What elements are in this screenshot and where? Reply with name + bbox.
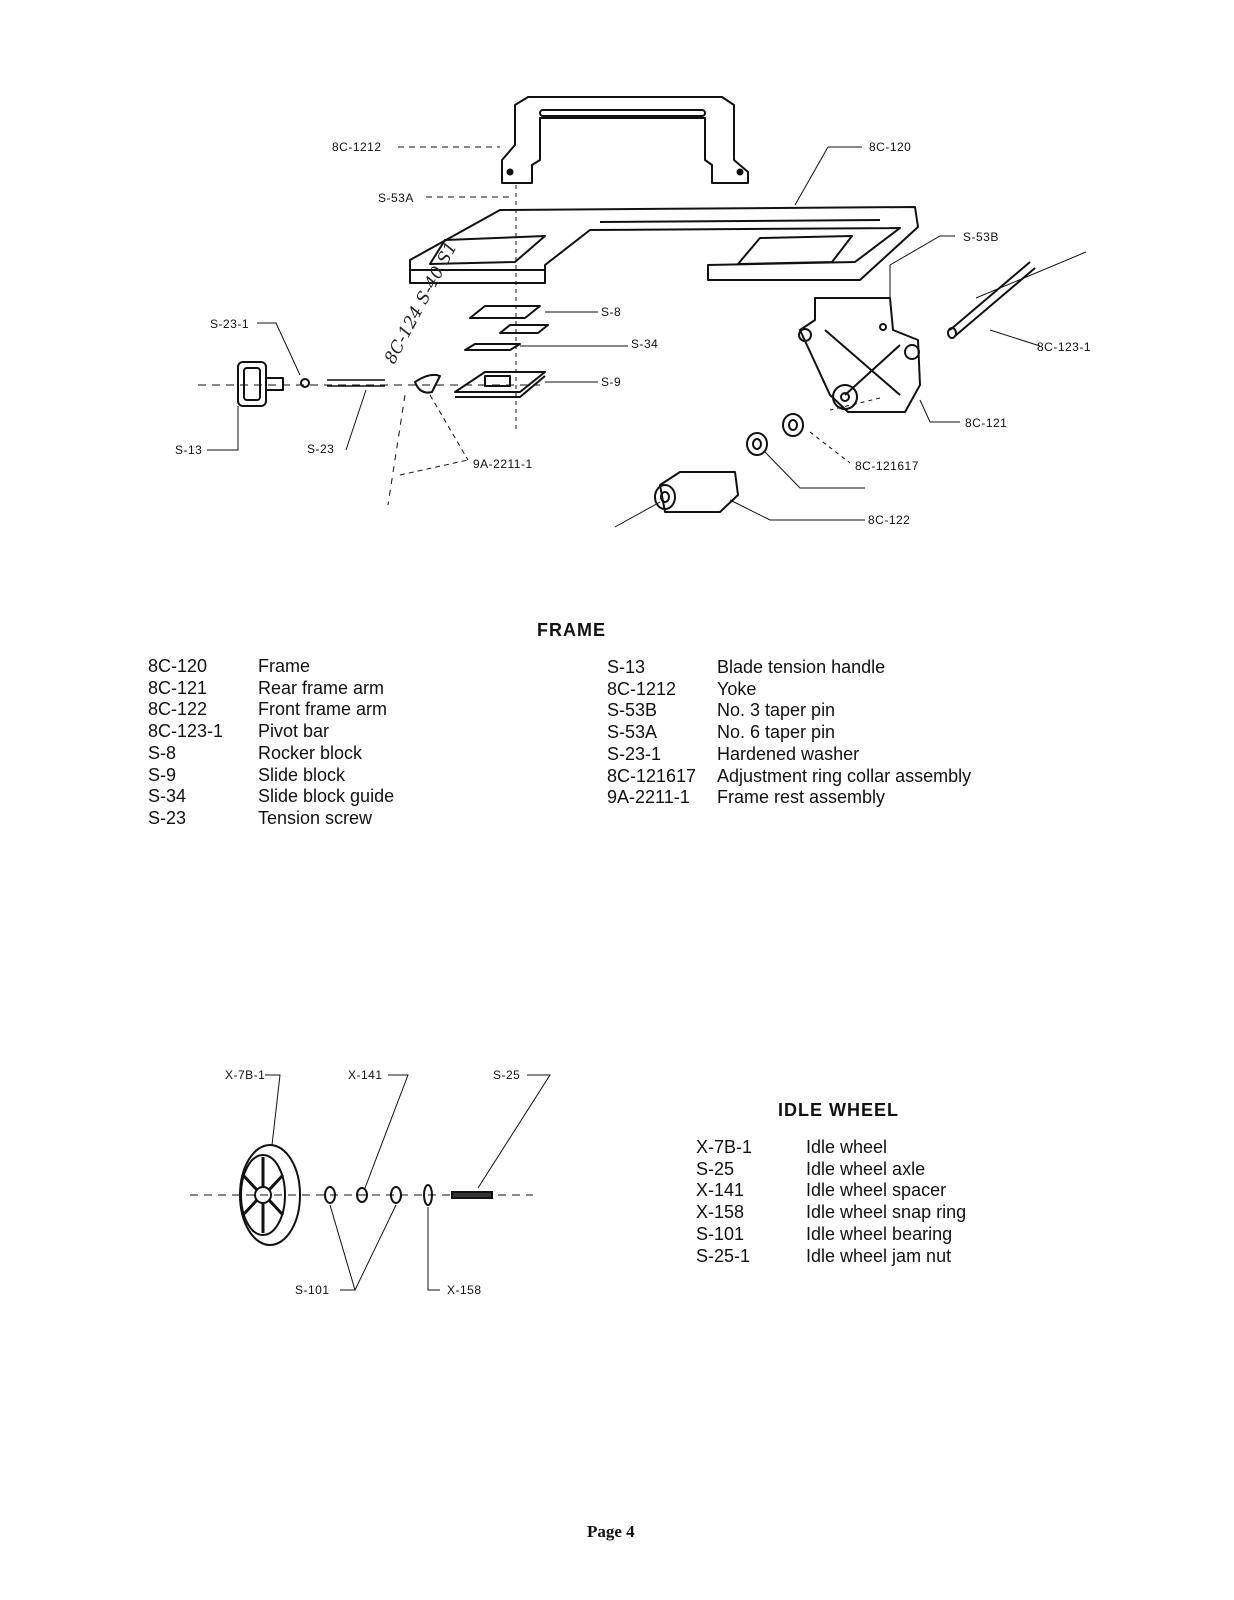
pivot-bar-part: [947, 261, 1036, 339]
callout-idle-wheel-snap-ring: X-158: [447, 1283, 482, 1297]
rear-frame-arm-part: [798, 297, 921, 413]
callout-rear-frame-arm: 8C-121: [965, 416, 1008, 430]
callout-idle-wheel: X-7B-1: [225, 1068, 266, 1082]
callout-hardened-washer: S-23-1: [210, 317, 250, 331]
slide-parts: [454, 305, 549, 398]
handwritten-annotation: 8C-124 S-40 S1: [381, 239, 462, 368]
frame-section-title: FRAME: [537, 620, 606, 640]
callout-slide-block-guide: S-34: [631, 337, 659, 351]
yoke-part: [501, 96, 749, 184]
callout-rocker-block: S-8: [601, 305, 622, 319]
callout-idle-wheel-axle: S-25: [493, 1068, 521, 1082]
idle-wheel-section-title: IDLE WHEEL: [778, 1100, 899, 1120]
callout-frame-rest: 9A-2211-1: [473, 457, 533, 471]
callout-tension-screw: S-23: [307, 442, 335, 456]
callout-front-frame-arm: 8C-122: [868, 513, 911, 527]
svg-text:8C-124 S-40 S1: 8C-124 S-40 S1: [381, 239, 462, 368]
callout-tension-handle: S-13: [175, 443, 203, 457]
frame-part: [409, 206, 919, 284]
tension-handle-part: [237, 361, 284, 407]
callout-collar-assembly: 8C-121617: [855, 459, 919, 473]
callout-slide-block: S-9: [601, 375, 622, 389]
callout-idle-wheel-bearing: S-101: [295, 1283, 330, 1297]
idle-wheel-exploded-diagram: [190, 1074, 551, 1291]
front-frame-arm-part: [654, 471, 739, 513]
callout-frame: 8C-120: [869, 140, 912, 154]
collar-assembly-part: [746, 413, 804, 456]
callout-taper-pin-3: S-53B: [963, 230, 999, 244]
page-number: Page 4: [587, 1522, 635, 1541]
callout-idle-wheel-spacer: X-141: [348, 1068, 383, 1082]
callout-yoke: 8C-1212: [332, 140, 382, 154]
callout-taper-pin-6: S-53A: [378, 191, 414, 205]
callout-pivot-bar: 8C-123-1: [1037, 340, 1092, 354]
